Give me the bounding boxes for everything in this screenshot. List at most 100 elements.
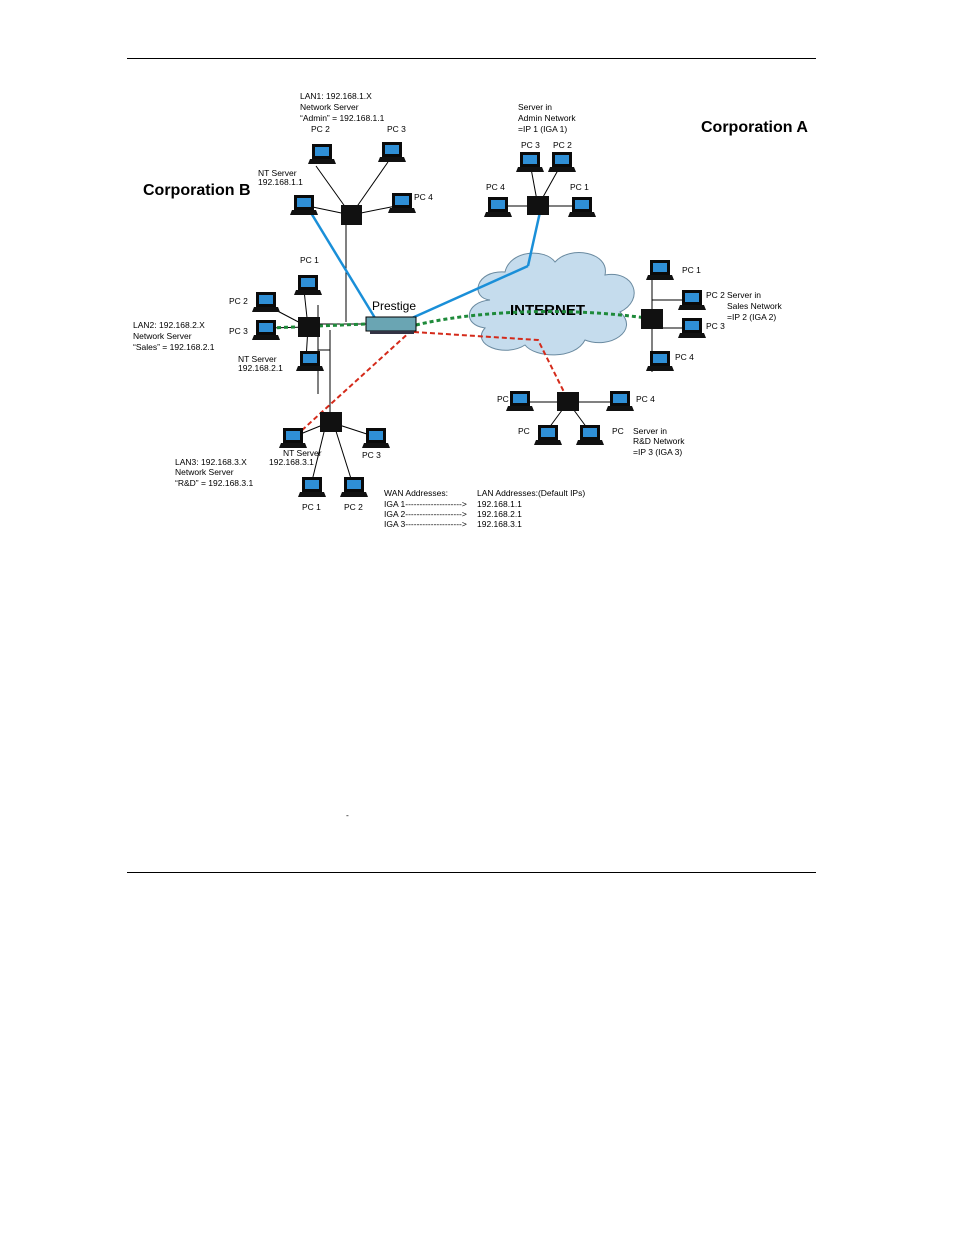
svg-text:LAN1: 192.168.1.X: LAN1: 192.168.1.X (300, 91, 372, 101)
nt-server-3-label: NT Server 192.168.3.1 (269, 448, 322, 467)
server-admin-label: Server in Admin Network =IP 1 (IGA 1) (518, 102, 576, 134)
lan-header: LAN Addresses:(Default IPs) (477, 488, 585, 498)
pc-icon (576, 425, 604, 445)
pc-label: PC 2 (229, 296, 248, 306)
svg-text:“R&D” = 192.168.3.1: “R&D” = 192.168.3.1 (175, 478, 253, 488)
svg-text:R&D Network: R&D Network (633, 436, 685, 446)
pc-icon (252, 320, 280, 340)
svg-text:LAN2: 192.168.2.X: LAN2: 192.168.2.X (133, 320, 205, 330)
sales-links (269, 310, 647, 330)
wan-header: WAN Addresses: (384, 488, 448, 498)
pc-icon (646, 351, 674, 371)
lan-row: 192.168.3.1 (477, 519, 522, 529)
svg-text:Server in: Server in (633, 426, 667, 436)
pc-icon (362, 428, 390, 448)
pc-icon (298, 477, 326, 497)
pc-icon (388, 193, 416, 213)
prestige-label: Prestige (372, 299, 416, 313)
lan-row: 192.168.2.1 (477, 509, 522, 519)
svg-text:LAN3: 192.168.3.X: LAN3: 192.168.3.X (175, 457, 247, 467)
wan-row: IGA 1--------------------> (384, 499, 467, 509)
pc-icon (506, 391, 534, 411)
pc-icon (290, 195, 318, 215)
pc-label: PC 2 (706, 290, 725, 300)
header-rule (127, 58, 816, 59)
pc-icon (340, 477, 368, 497)
pc-icon (548, 152, 576, 172)
svg-text:“Admin” = 192.168.1.1: “Admin” = 192.168.1.1 (300, 113, 385, 123)
pc-label: PC 3 (706, 321, 725, 331)
pc-label: PC 1 (302, 502, 321, 512)
pc-label: PC 2 (311, 124, 330, 134)
prestige-router (365, 316, 417, 332)
wan-row: IGA 2--------------------> (384, 509, 467, 519)
pc-icon (252, 292, 280, 312)
svg-text:Server in: Server in (518, 102, 552, 112)
svg-text:192.168.1.1: 192.168.1.1 (258, 177, 303, 187)
corporation-a-label: Corporation A (701, 119, 808, 136)
pc-label: PC (612, 426, 624, 436)
pc-icon (568, 197, 596, 217)
pc-icon (678, 318, 706, 338)
pc-label: PC 2 (344, 502, 363, 512)
lan3-label: LAN3: 192.168.3.X Network Server “R&D” =… (175, 457, 253, 488)
pc-icon (294, 275, 322, 295)
hub-sales (641, 309, 663, 329)
pc-icon (308, 144, 336, 164)
internet-label: INTERNET (510, 302, 585, 319)
svg-text:192.168.2.1: 192.168.2.1 (238, 363, 283, 373)
pc-icon (606, 391, 634, 411)
nt-server-1-label: NT Server 192.168.1.1 (258, 168, 303, 187)
pc-icon (484, 197, 512, 217)
svg-text:=IP 1 (IGA 1): =IP 1 (IGA 1) (518, 124, 567, 134)
pc-icon (296, 351, 324, 371)
hub-rd (557, 392, 579, 411)
pc-label: PC (518, 426, 530, 436)
pc-label: PC 3 (521, 140, 540, 150)
address-table: WAN Addresses: LAN Addresses:(Default IP… (384, 488, 585, 529)
rd-links (299, 329, 566, 433)
pc-label: PC 1 (682, 265, 701, 275)
pc-label: PC 1 (570, 182, 589, 192)
lan2-label: LAN2: 192.168.2.X Network Server “Sales”… (133, 320, 215, 352)
lan-row: 192.168.1.1 (477, 499, 522, 509)
hub-lan3 (320, 412, 342, 432)
pc-label: PC 1 (300, 255, 319, 265)
svg-text:Server in: Server in (727, 290, 761, 300)
svg-text:Network Server: Network Server (133, 331, 192, 341)
footer-rule (127, 872, 816, 873)
hub-lan2 (298, 317, 320, 337)
pc-label: PC 4 (414, 192, 433, 202)
svg-text:“Sales” = 192.168.2.1: “Sales” = 192.168.2.1 (133, 342, 215, 352)
pc-label: PC 4 (636, 394, 655, 404)
svg-text:=IP 3 (IGA 3): =IP 3 (IGA 3) (633, 447, 682, 457)
pc-icon (534, 425, 562, 445)
svg-text:Sales Network: Sales Network (727, 301, 783, 311)
pc-icon (646, 260, 674, 280)
pc-icon (279, 428, 307, 448)
pc-icon (678, 290, 706, 310)
pc-label: PC 3 (229, 326, 248, 336)
pc-label: PC 4 (486, 182, 505, 192)
pc-label: PC 3 (362, 450, 381, 460)
pc-icon (516, 152, 544, 172)
server-sales-label: Server in Sales Network =IP 2 (IGA 2) (727, 290, 783, 322)
svg-text:192.168.3.1: 192.168.3.1 (269, 457, 314, 467)
admin-links (303, 202, 542, 320)
svg-text:Network Server: Network Server (175, 467, 234, 477)
svg-text:NT Server: NT Server (238, 354, 277, 364)
internet-cloud (468, 252, 635, 356)
svg-text:Network Server: Network Server (300, 102, 359, 112)
pc-label: PC 4 (675, 352, 694, 362)
pc-label: PC 2 (553, 140, 572, 150)
pc-label: PC (497, 394, 509, 404)
corporation-b-label: Corporation B (143, 182, 251, 199)
svg-text:NT Server: NT Server (258, 168, 297, 178)
server-rd-label: Server in R&D Network =IP 3 (IGA 3) (633, 426, 685, 457)
svg-text:NT Server: NT Server (283, 448, 322, 458)
svg-text:=IP 2 (IGA 2): =IP 2 (IGA 2) (727, 312, 776, 322)
nt-server-2-label: NT Server 192.168.2.1 (238, 354, 283, 373)
wan-row: IGA 3--------------------> (384, 519, 467, 529)
page-mark: - (346, 810, 349, 820)
